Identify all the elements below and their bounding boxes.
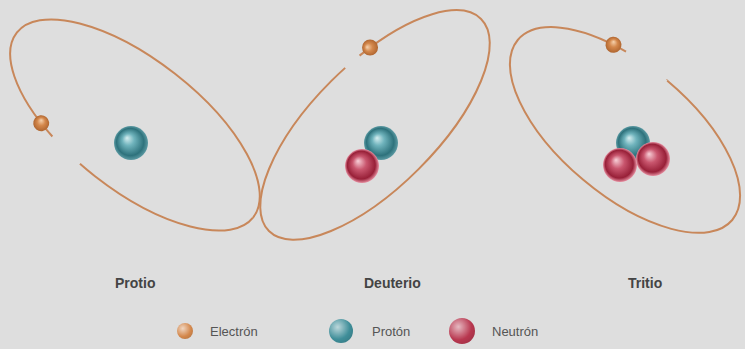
- neutron: [603, 148, 637, 182]
- deuterium-orbit: [222, 0, 525, 275]
- electron: [359, 36, 382, 59]
- neutron: [345, 149, 379, 183]
- legend-swatch: [177, 323, 193, 339]
- electron: [30, 112, 52, 134]
- legend-swatch: [449, 318, 475, 344]
- isotope-name: Tritio: [628, 275, 662, 291]
- isotope-name: Protio: [115, 275, 155, 291]
- protium-orbit: [0, 0, 293, 269]
- tritium-orbit: [476, 0, 745, 270]
- neutron: [636, 142, 670, 176]
- isotope-name: Deuterio: [364, 275, 421, 291]
- electron: [602, 33, 625, 56]
- legend-text: Electrón: [210, 324, 258, 339]
- legend-text: Neutrón: [492, 324, 538, 339]
- proton: [114, 126, 148, 160]
- legend-text: Protón: [372, 324, 410, 339]
- legend-swatch: [329, 319, 353, 343]
